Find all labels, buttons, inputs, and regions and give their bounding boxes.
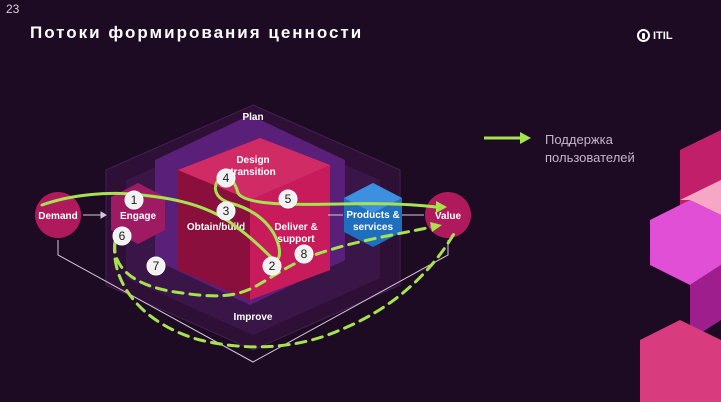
step-marker-3: 3: [216, 201, 236, 221]
svg-text:6: 6: [119, 229, 126, 243]
step-marker-7: 7: [146, 256, 166, 276]
flow-arrows: [57, 211, 449, 363]
slide-number: 23: [6, 2, 20, 16]
legend-arrow-icon: [484, 132, 531, 144]
demand-label: Demand: [38, 211, 77, 222]
step-marker-4: 4: [216, 168, 236, 188]
value-label: Value: [435, 211, 462, 222]
products-services-label-2: services: [353, 222, 393, 233]
svg-text:7: 7: [153, 259, 160, 273]
step-marker-6: 6: [112, 226, 132, 246]
slide-title: Потоки формирования ценности: [30, 23, 364, 42]
itil-logo: ITIL: [637, 29, 673, 42]
plan-label: Plan: [242, 112, 263, 123]
step-markers: 1 2 3 4 5 6 7: [112, 168, 314, 276]
svg-text:2: 2: [269, 259, 276, 273]
svg-text:8: 8: [301, 247, 308, 261]
support-path-dashed: [113, 224, 438, 298]
design-transition-label-1: Design: [236, 155, 269, 166]
improve-label: Improve: [234, 312, 273, 323]
engage-label: Engage: [120, 211, 157, 222]
products-services-label-1: Products &: [346, 210, 399, 221]
itil-logo-icon: [637, 29, 650, 42]
step-marker-8: 8: [294, 244, 314, 264]
deliver-support-label-1: Deliver &: [274, 222, 317, 233]
svg-text:5: 5: [285, 192, 292, 206]
svg-text:4: 4: [223, 171, 230, 185]
design-transition-label-2: transition: [230, 167, 276, 178]
svg-text:3: 3: [223, 204, 230, 218]
step-marker-1: 1: [124, 190, 144, 210]
legend: Поддержка пользователей: [480, 128, 660, 168]
step-marker-5: 5: [278, 189, 298, 209]
step-marker-2: 2: [262, 256, 282, 276]
itil-logo-text: ITIL: [653, 29, 673, 42]
obtain-build-label: Obtain/build: [187, 222, 245, 233]
svg-text:1: 1: [131, 193, 138, 207]
deliver-support-label-2: support: [277, 234, 315, 245]
decorative-cubes: [640, 130, 721, 402]
legend-label: Поддержка пользователей: [545, 132, 635, 165]
